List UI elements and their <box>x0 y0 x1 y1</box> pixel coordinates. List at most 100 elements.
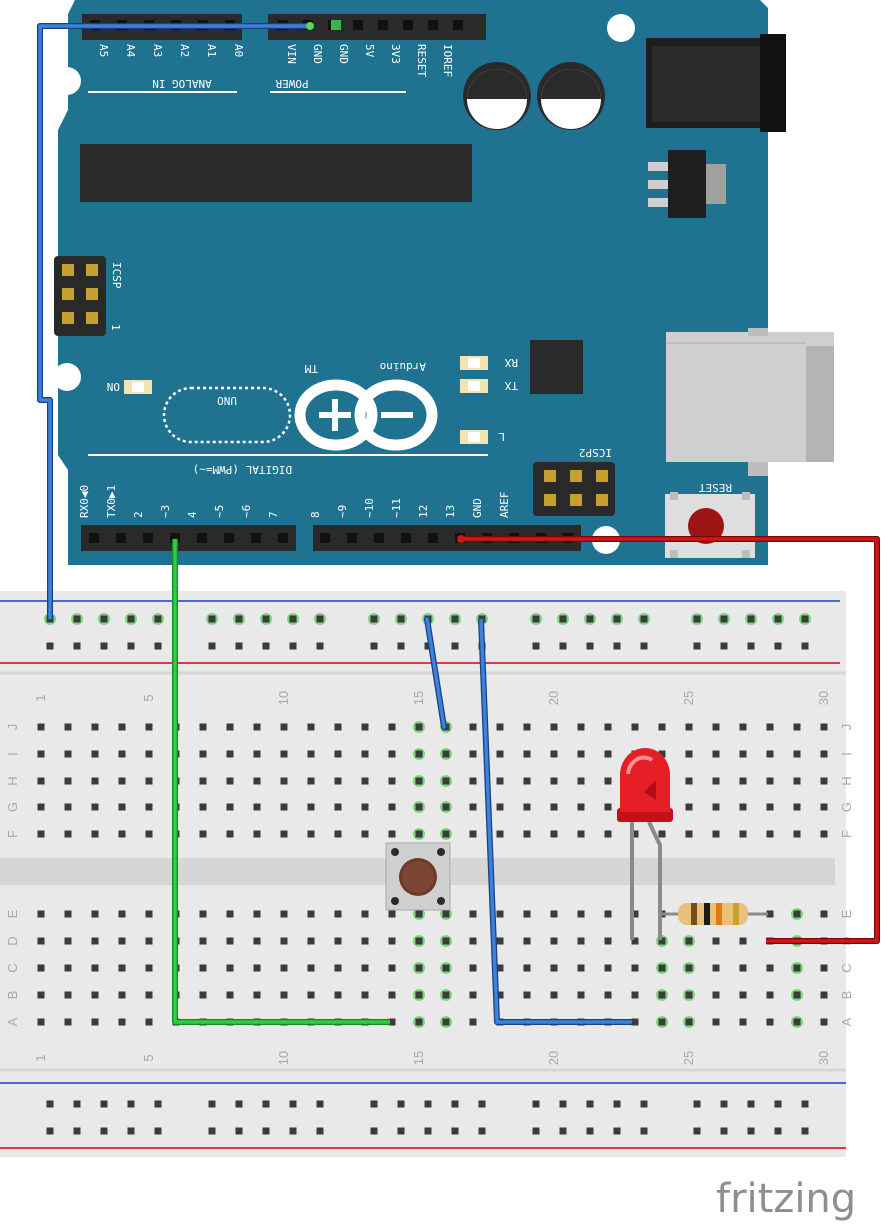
breadboard-hole <box>415 937 423 945</box>
breadboard-hole <box>532 615 540 623</box>
breadboard-hole <box>145 910 153 918</box>
breadboard-hole <box>226 803 234 811</box>
breadboard-hole <box>289 642 297 650</box>
breadboard-hole <box>631 830 639 838</box>
breadboard-hole <box>604 964 612 972</box>
digital-header-left <box>81 525 296 551</box>
connected-socket <box>331 20 341 30</box>
breadboard-hole <box>577 991 585 999</box>
breadboard-hole <box>262 642 270 650</box>
breadboard-hole <box>388 964 396 972</box>
breadboard-hole <box>280 803 288 811</box>
column-number: 5 <box>141 694 156 701</box>
breadboard-hole <box>388 910 396 918</box>
breadboard-hole <box>370 615 378 623</box>
breadboard-hole <box>820 777 828 785</box>
power-pin-label: VIN <box>285 44 298 64</box>
digital-pin-label: ~3 <box>159 505 172 518</box>
icsp-pin <box>86 312 98 324</box>
breadboard-hole <box>801 642 809 650</box>
breadboard-hole <box>820 910 828 918</box>
breadboard-hole <box>766 910 774 918</box>
breadboard-hole <box>91 1018 99 1026</box>
breadboard-hole <box>118 991 126 999</box>
breadboard-hole <box>766 777 774 785</box>
breadboard-hole <box>577 777 585 785</box>
breadboard-hole <box>469 750 477 758</box>
breadboard-hole <box>478 1127 486 1135</box>
breadboard-hole <box>334 750 342 758</box>
breadboard-hole <box>631 723 639 731</box>
breadboard-hole <box>577 964 585 972</box>
digital-pin-label: ~9 <box>336 505 349 518</box>
breadboard-hole <box>747 615 755 623</box>
header-socket <box>347 533 357 543</box>
breadboard-hole <box>415 1018 423 1026</box>
breadboard-hole <box>496 910 504 918</box>
row-letter: I <box>839 752 854 756</box>
breadboard-hole <box>820 803 828 811</box>
breadboard-hole <box>469 937 477 945</box>
reset-button[interactable] <box>665 492 755 558</box>
breadboard-hole <box>199 777 207 785</box>
breadboard-hole <box>820 964 828 972</box>
breadboard-hole <box>559 642 567 650</box>
breadboard-hole <box>739 937 747 945</box>
breadboard-hole <box>766 803 774 811</box>
brand-label: Arduino <box>380 360 426 373</box>
tactile-pushbutton[interactable] <box>385 842 451 911</box>
microcontroller-chip <box>80 144 472 202</box>
breadboard-hole <box>235 1127 243 1135</box>
breadboard-hole <box>469 830 477 838</box>
row-letter: H <box>839 776 854 785</box>
breadboard-hole <box>712 991 720 999</box>
breadboard-hole <box>442 777 450 785</box>
breadboard-hole <box>685 830 693 838</box>
breadboard-hole <box>658 723 666 731</box>
breadboard-hole <box>361 803 369 811</box>
analog-pin-label: A4 <box>124 44 137 58</box>
breadboard-hole <box>361 910 369 918</box>
breadboard-hole <box>693 615 701 623</box>
breadboard-hole <box>685 1018 693 1026</box>
header-socket <box>197 533 207 543</box>
breadboard-hole <box>523 910 531 918</box>
breadboard-hole <box>235 615 243 623</box>
breadboard-hole <box>289 1100 297 1108</box>
row-letter: I <box>5 752 20 756</box>
digital-pin-label: 7 <box>267 511 280 518</box>
breadboard-hole <box>307 964 315 972</box>
breadboard-hole <box>577 750 585 758</box>
column-number: 5 <box>141 1054 156 1061</box>
header-socket <box>453 20 463 30</box>
breadboard-hole <box>739 723 747 731</box>
row-letter: J <box>839 724 854 731</box>
breadboard-hole <box>145 750 153 758</box>
breadboard-hole <box>559 1127 567 1135</box>
breadboard-hole <box>361 964 369 972</box>
breadboard-hole <box>361 830 369 838</box>
breadboard-hole <box>604 750 612 758</box>
breadboard-hole <box>496 937 504 945</box>
header-socket <box>403 20 413 30</box>
breadboard-hole <box>235 1100 243 1108</box>
breadboard-hole <box>774 1100 782 1108</box>
breadboard-hole <box>280 750 288 758</box>
breadboard-hole <box>720 1127 728 1135</box>
breadboard-hole <box>720 1100 728 1108</box>
breadboard-hole <box>577 830 585 838</box>
breadboard-hole <box>226 777 234 785</box>
breadboard-hole <box>64 803 72 811</box>
breadboard-hole <box>532 1127 540 1135</box>
breadboard-hole <box>118 777 126 785</box>
row-letter: J <box>5 724 20 731</box>
on-led-label: ON <box>107 380 120 393</box>
mounting-hole <box>607 14 635 42</box>
breadboard-hole <box>658 937 666 945</box>
breadboard-hole <box>442 750 450 758</box>
breadboard-hole <box>334 910 342 918</box>
breadboard-hole <box>523 991 531 999</box>
breadboard-hole <box>496 964 504 972</box>
breadboard-hole <box>37 991 45 999</box>
